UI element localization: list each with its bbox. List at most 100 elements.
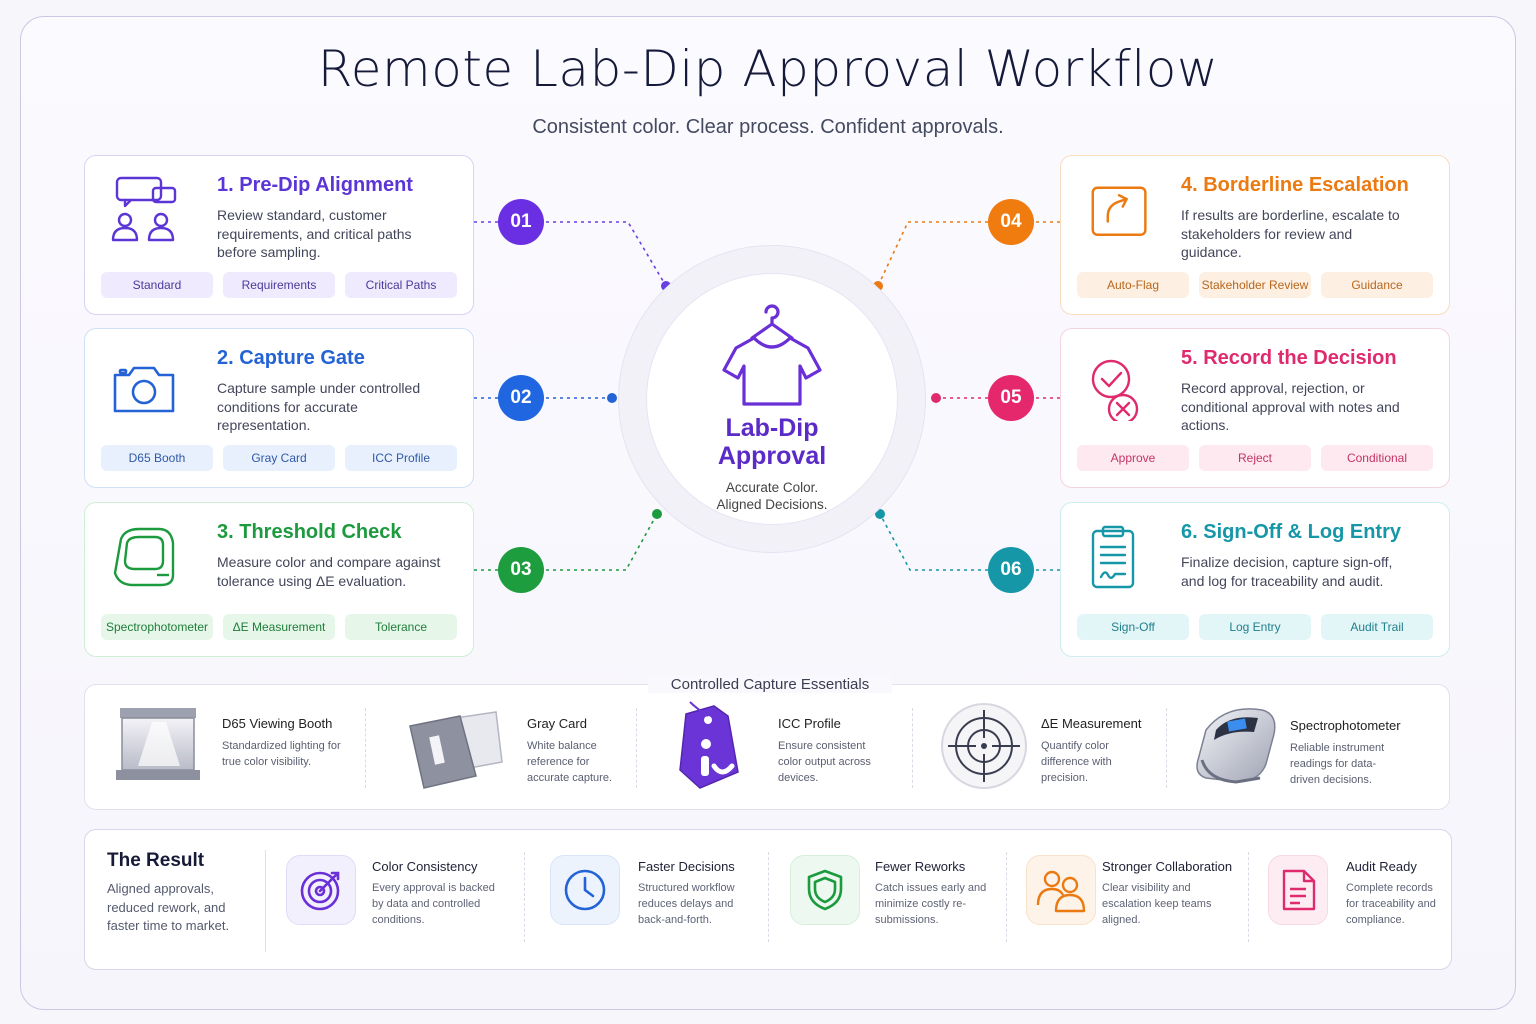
essential-title: ICC Profile: [778, 716, 841, 731]
camera-icon: [113, 366, 175, 413]
divider: [1248, 852, 1249, 942]
clock-icon: [550, 855, 620, 925]
tag-auto-flag: Auto-Flag: [1077, 272, 1189, 298]
result-item-title: Audit Ready: [1346, 859, 1417, 874]
result-item-title: Stronger Collaboration: [1102, 859, 1233, 874]
step-card-pre-dip-alignment: 1. Pre-Dip Alignment Review standard, cu…: [84, 155, 474, 315]
connector-01: [546, 221, 667, 287]
connector-03: [546, 513, 658, 571]
gray-card-icon: [409, 711, 503, 789]
divider: [1006, 852, 1007, 942]
tag-conditional: Conditional: [1321, 445, 1433, 471]
team-icon: [1026, 855, 1096, 925]
hub-title: Lab-Dip Approval: [717, 414, 827, 470]
step-badge-05: 05: [988, 375, 1034, 421]
result-item-description: Structured workflow reduces delays and b…: [638, 882, 735, 926]
divider: [1166, 708, 1167, 788]
divider: [265, 850, 266, 952]
tag-reject: Reject: [1199, 445, 1311, 471]
tag-approve: Approve: [1077, 445, 1189, 471]
tag-icc-profile: ICC Profile: [345, 445, 457, 471]
essential-description: Ensure consistent color output across de…: [778, 740, 871, 784]
result-item-description: Clear visibility and escalation keep tea…: [1102, 882, 1212, 926]
result-title: The Result: [107, 850, 205, 871]
result-item-title: Faster Decisions: [638, 859, 735, 874]
approve-reject-icon: [1091, 359, 1139, 421]
escalation-arrow-icon: [1091, 186, 1147, 236]
essential-description: Quantify color difference with precision…: [1041, 740, 1112, 784]
step-description: Review standard, customer requirements, …: [217, 207, 412, 260]
result-item-description: Every approval is backed by data and con…: [372, 882, 495, 926]
result-item-description: Complete records for traceability and co…: [1346, 882, 1436, 926]
result-item-title: Fewer Reworks: [875, 859, 966, 874]
step-card-record-the-decision: 5. Record the Decision Record approval, …: [1060, 328, 1450, 488]
tag-audit-trail: Audit Trail: [1321, 614, 1433, 640]
step-title: 3. Threshold Check: [217, 521, 402, 543]
step-description: If results are borderline, escalate to s…: [1181, 207, 1400, 260]
tag-gray-card: Gray Card: [223, 445, 335, 471]
tag-requirements: Requirements: [223, 272, 335, 298]
essential-description: Reliable instrument readings for data-dr…: [1290, 742, 1385, 786]
step-card-sign-off-log-entry: 6. Sign-Off & Log Entry Finalize decisio…: [1060, 502, 1450, 657]
step-card-borderline-escalation: 4. Borderline Escalation If results are …: [1060, 155, 1450, 315]
connector-dot-06: [875, 509, 885, 519]
tag-delta-e-measurement: ΔE Measurement: [223, 614, 335, 640]
step-badge-03: 03: [498, 547, 544, 593]
icc-tag-icon: [679, 701, 739, 789]
step-description: Record approval, rejection, or condition…: [1181, 380, 1400, 433]
step-badge-06: 06: [988, 547, 1034, 593]
result-item-title: Color Consistency: [372, 859, 478, 874]
tag-guidance: Guidance: [1321, 272, 1433, 298]
tag-sign-off: Sign-Off: [1077, 614, 1189, 640]
connector-dot-05: [931, 393, 941, 403]
essential-title: D65 Viewing Booth: [222, 716, 333, 731]
tag-d65-booth: D65 Booth: [101, 445, 213, 471]
step-title: 2. Capture Gate: [217, 347, 365, 369]
connector-dot-03: [652, 509, 662, 519]
step-card-threshold-check: 3. Threshold Check Measure color and com…: [84, 502, 474, 657]
tag-standard: Standard: [101, 272, 213, 298]
hub-circle: [646, 273, 898, 525]
target-icon: [286, 855, 356, 925]
step-title: 5. Record the Decision: [1181, 347, 1397, 369]
step-badge-04: 04: [988, 199, 1034, 245]
step-title: 6. Sign-Off & Log Entry: [1181, 521, 1401, 543]
divider: [636, 708, 637, 788]
t-shirt-hanger-icon: [722, 304, 822, 406]
step-title: 4. Borderline Escalation: [1181, 174, 1409, 196]
result-description: Aligned approvals, reduced rework, and f…: [107, 881, 230, 933]
viewing-booth-icon: [116, 708, 200, 780]
step-title: 1. Pre-Dip Alignment: [217, 174, 413, 196]
spectrophotometer-icon: [113, 527, 175, 587]
essential-title: ΔE Measurement: [1041, 716, 1142, 731]
step-badge-01: 01: [498, 199, 544, 245]
essentials-label: Controlled Capture Essentials: [648, 676, 892, 693]
step-badge-02: 02: [498, 375, 544, 421]
page-subtitle: Consistent color. Clear process. Confide…: [532, 116, 1004, 138]
hub-subtitle: Accurate Color. Aligned Decisions.: [716, 480, 828, 512]
essential-title: Gray Card: [527, 716, 587, 731]
document-icon: [1268, 855, 1328, 925]
step-description: Measure color and compare against tolera…: [217, 554, 441, 589]
divider: [912, 708, 913, 788]
tag-tolerance: Tolerance: [345, 614, 457, 640]
tag-log-entry: Log Entry: [1199, 614, 1311, 640]
page-title: Remote Lab-Dip Approval Workflow: [317, 40, 1219, 98]
shield-icon: [790, 855, 860, 925]
connector-04: [877, 221, 988, 287]
connector-06: [879, 513, 988, 571]
step-card-capture-gate: 2. Capture Gate Capture sample under con…: [84, 328, 474, 488]
spectrophotometer-device-icon: [1196, 708, 1276, 784]
essential-description: White balance reference for accurate cap…: [527, 740, 612, 784]
connector-dot-02: [607, 393, 617, 403]
step-description: Capture sample under controlled conditio…: [217, 380, 421, 433]
essential-description: Standardized lighting for true color vis…: [222, 740, 341, 768]
clipboard-signature-icon: [1091, 525, 1135, 589]
divider: [768, 852, 769, 942]
tag-critical-paths: Critical Paths: [345, 272, 457, 298]
divider: [365, 708, 366, 788]
divider: [524, 852, 525, 942]
result-item-description: Catch issues early and minimize costly r…: [875, 882, 987, 926]
essential-title: Spectrophotometer: [1290, 718, 1401, 733]
meeting-icon: [111, 176, 177, 242]
